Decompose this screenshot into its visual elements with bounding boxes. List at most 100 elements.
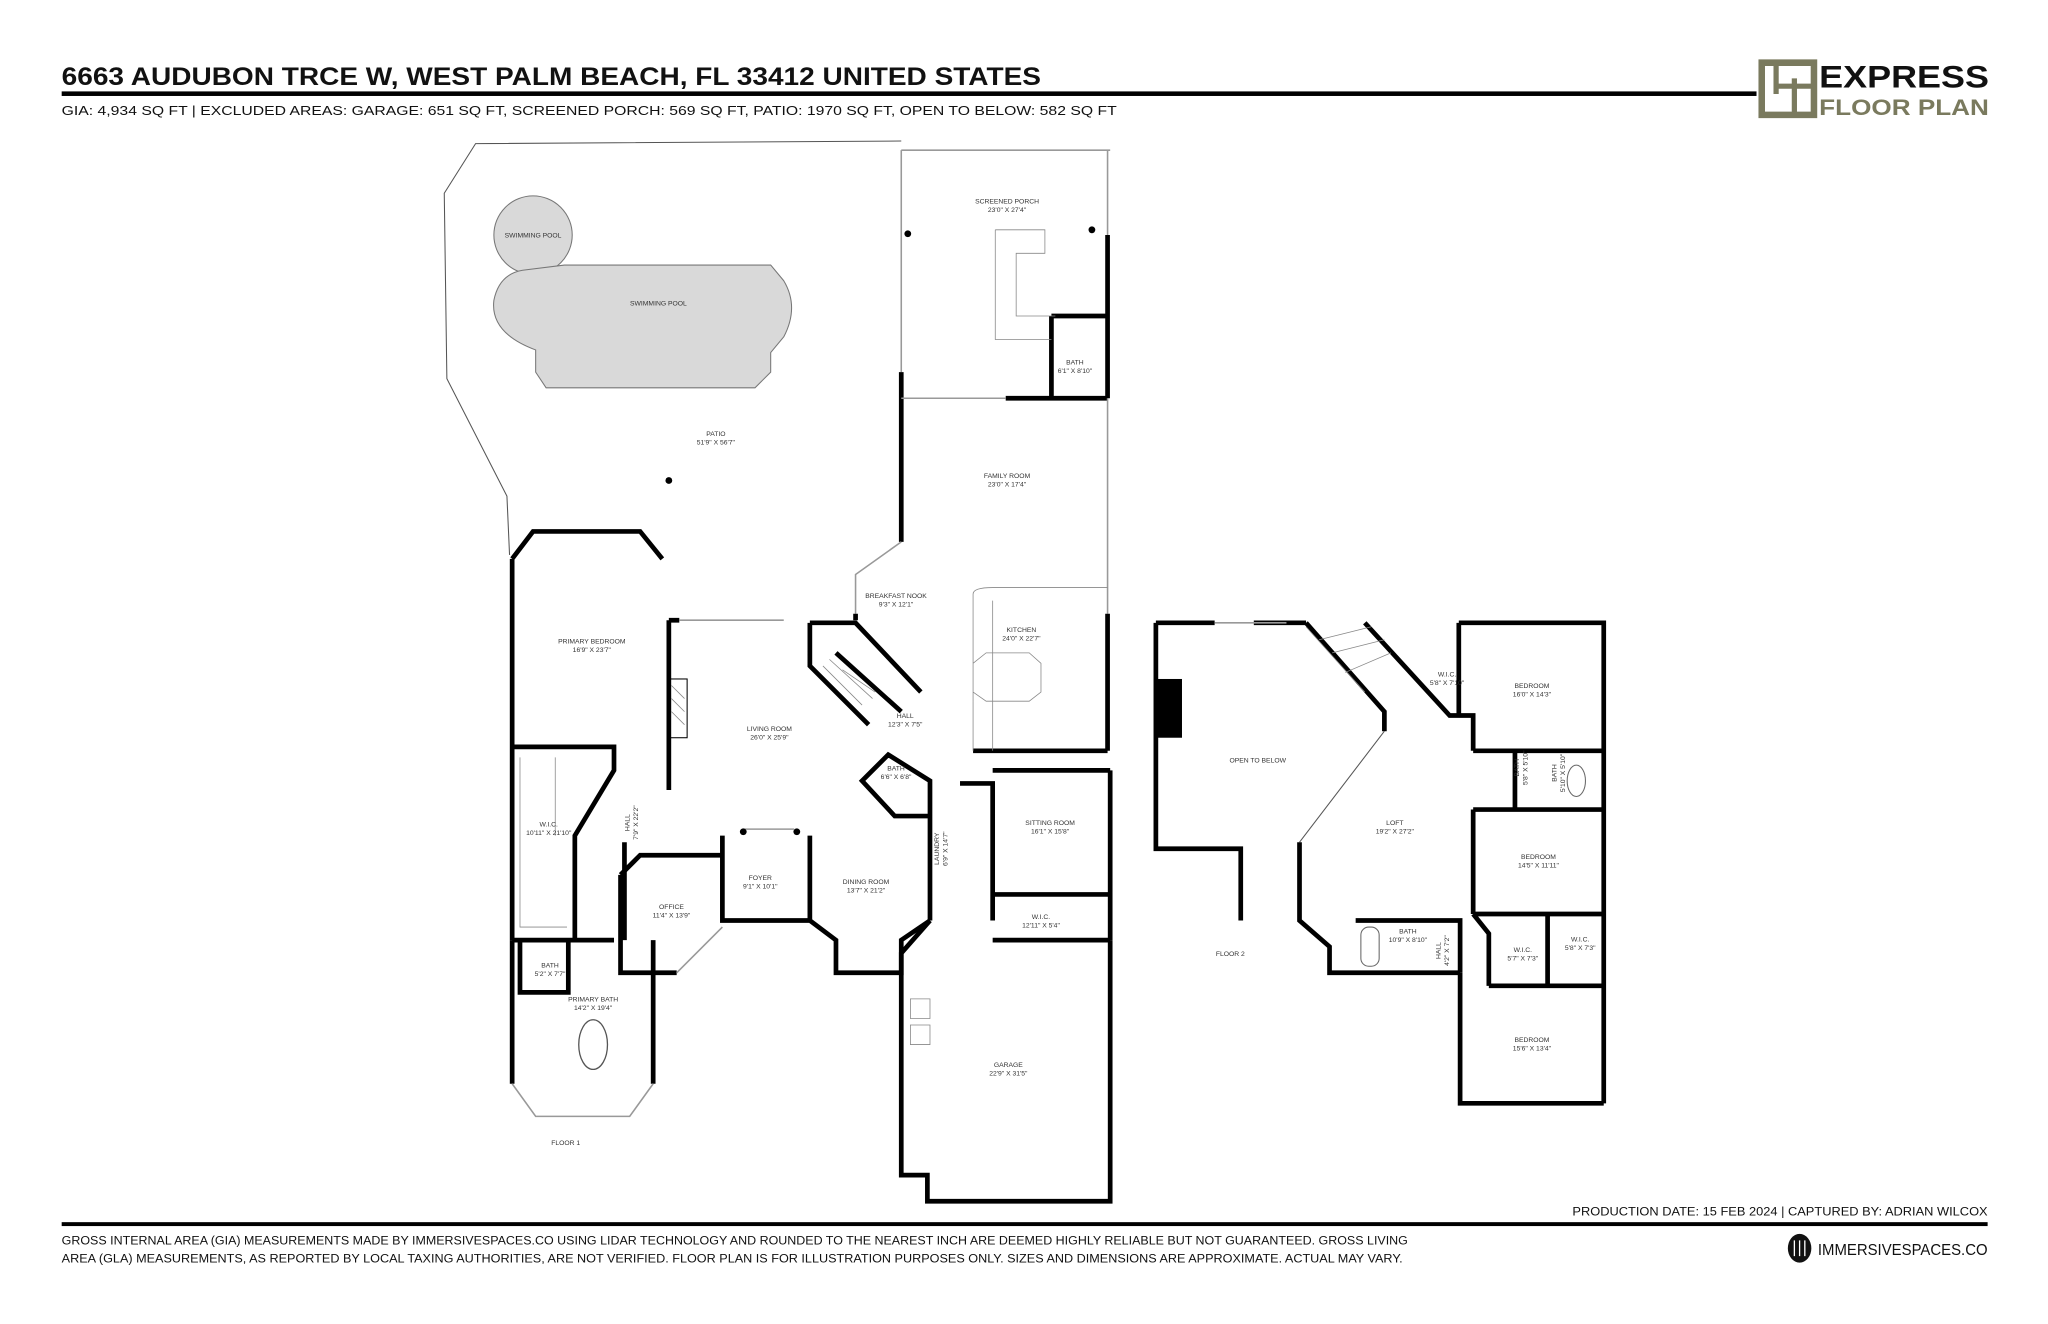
header-rule bbox=[61, 91, 1757, 96]
room-name: BATH bbox=[887, 765, 905, 772]
room-name: BEDROOM bbox=[1521, 854, 1556, 861]
room-name: W.I.C. bbox=[1514, 947, 1533, 954]
room-dimensions: 5'8" X 7'3" bbox=[1565, 945, 1596, 952]
room-label: W.I.C. 5'8" X 7'3" bbox=[1565, 936, 1596, 951]
room-name: W.I.C. bbox=[540, 822, 559, 829]
room-name: LAUNDRY bbox=[934, 832, 941, 865]
room-name: BATH bbox=[1399, 929, 1417, 936]
room-label: SWIMMING POOL bbox=[505, 233, 562, 240]
room-label: OPEN TO BELOW bbox=[1229, 758, 1286, 765]
room-name: BATH bbox=[541, 963, 559, 970]
room-dimensions: 10'9" X 8'10" bbox=[1389, 937, 1428, 944]
disclaimer-line-1: GROSS INTERNAL AREA (GIA) MEASUREMENTS M… bbox=[62, 1234, 1408, 1247]
footer-rule bbox=[61, 1222, 1988, 1227]
room-name: HALL bbox=[625, 814, 632, 831]
room-name: KITCHEN bbox=[1007, 627, 1037, 634]
room-name: LOFT bbox=[1386, 820, 1403, 827]
room-dimensions: 9'3" X 12'1" bbox=[879, 602, 914, 609]
room-name: PRIMARY BATH bbox=[568, 996, 618, 1003]
room-name: FOYER bbox=[749, 875, 772, 882]
room-dimensions: 15'6" X 13'4" bbox=[1513, 1045, 1552, 1052]
room-label: BREAKFAST NOOK 9'3" X 12'1" bbox=[865, 593, 927, 608]
logo-floor-plan: FLOOR PLAN bbox=[1819, 95, 1989, 120]
room-dimensions: 9'1" X 10'1" bbox=[743, 884, 778, 891]
room-label: SWIMMING POOL bbox=[630, 301, 687, 308]
room-dimensions: 23'0" X 17'4" bbox=[988, 481, 1027, 488]
room-label: LIVING ROOM 26'0" X 25'9" bbox=[747, 726, 792, 741]
room-name: W.I.C. bbox=[1571, 936, 1590, 943]
room-dimensions: 14'5" X 11'11" bbox=[1518, 863, 1560, 870]
room-name: HALL bbox=[1436, 942, 1443, 959]
swimming-pool bbox=[493, 195, 793, 389]
room-name: LIVING ROOM bbox=[747, 726, 792, 733]
room-name: BEDROOM bbox=[1514, 1037, 1549, 1044]
room-name: W.I.C. bbox=[1032, 914, 1051, 921]
room-label: BEDROOM 16'0" X 14'3" bbox=[1513, 683, 1552, 698]
brand-text: IMMERSIVESPACES.CO bbox=[1818, 1242, 1988, 1259]
room-dimensions: 10'11" X 21'10" bbox=[526, 830, 572, 837]
room-dimensions: 26'0" X 25'9" bbox=[750, 735, 789, 742]
room-label: BATH 6'6" X 6'8" bbox=[881, 765, 912, 780]
floor-1-label: FLOOR 1 bbox=[551, 1140, 580, 1147]
immersivespaces-logo: IMMERSIVESPACES.CO bbox=[1787, 1233, 1988, 1263]
room-label: W.I.C. 5'8" X 7'10" bbox=[1430, 671, 1465, 686]
floor-2-label: FLOOR 2 bbox=[1216, 951, 1245, 958]
room-label: W.I.C.10'11" X 21'10" bbox=[526, 822, 572, 837]
room-dimensions: 16'0" X 14'3" bbox=[1513, 692, 1552, 699]
room-dimensions: 5'7" X 7'3" bbox=[1507, 955, 1538, 962]
house-logo-icon bbox=[1758, 59, 1818, 119]
room-name: BATH bbox=[1066, 359, 1084, 366]
room-dimensions: 5'10" X 5'10" bbox=[1560, 753, 1567, 792]
address-title: 6663 AUDUBON TRCE W, WEST PALM BEACH, FL… bbox=[62, 64, 1041, 91]
room-dimensions: 7'9" X 22'2" bbox=[633, 805, 640, 840]
room-name: SWIMMING POOL bbox=[505, 233, 562, 240]
room-name: PRIMARY BEDROOM bbox=[558, 639, 626, 646]
room-dimensions: 4'2" X 7'2" bbox=[1444, 935, 1451, 966]
room-dimensions: 13'7" X 21'2" bbox=[847, 887, 886, 894]
room-name: SITTING ROOM bbox=[1025, 820, 1075, 827]
production-info: PRODUCTION DATE: 15 FEB 2024 | CAPTURED … bbox=[1572, 1206, 1987, 1219]
room-name: HALL bbox=[897, 713, 914, 720]
logo-express: EXPRESS bbox=[1819, 59, 1989, 94]
room-name: OPEN TO BELOW bbox=[1229, 758, 1286, 765]
room-label: HALL 12'3" X 7'5" bbox=[888, 713, 923, 728]
room-dimensions: 6'6" X 6'8" bbox=[881, 774, 912, 781]
disclaimer-line-2: AREA (GLA) MEASUREMENTS, AS REPORTED BY … bbox=[62, 1253, 1403, 1266]
room-dimensions: 22'9" X 31'5" bbox=[989, 1070, 1028, 1077]
room-name: BEDROOM bbox=[1514, 683, 1549, 690]
room-dimensions: 51'9" X 56'7" bbox=[697, 440, 736, 447]
room-dimensions: 6'1" X 8'10" bbox=[1058, 368, 1093, 375]
room-name: BREAKFAST NOOK bbox=[865, 593, 927, 600]
room-name: FAMILY ROOM bbox=[984, 473, 1031, 480]
room-dimensions: 5'8" X 7'10" bbox=[1430, 680, 1465, 687]
room-label: LOFT 19'2" X 27'2" bbox=[1376, 820, 1415, 835]
room-name: PATIO bbox=[706, 431, 725, 438]
room-dimensions: 11'4" X 13'9" bbox=[653, 912, 691, 919]
patio-outline bbox=[443, 140, 902, 555]
room-label: BATH 6'1" X 8'10" bbox=[1058, 359, 1093, 374]
room-dimensions: 12'3" X 7'5" bbox=[888, 722, 923, 729]
room-dimensions: 19'2" X 27'2" bbox=[1376, 829, 1415, 836]
room-dimensions: 5'2" X 7'7" bbox=[535, 971, 566, 978]
room-dimensions: 5'8" X 5'10" bbox=[1522, 750, 1529, 785]
room-name: W.I.C. bbox=[1438, 671, 1457, 678]
floor-2-plan bbox=[1153, 620, 1607, 1106]
